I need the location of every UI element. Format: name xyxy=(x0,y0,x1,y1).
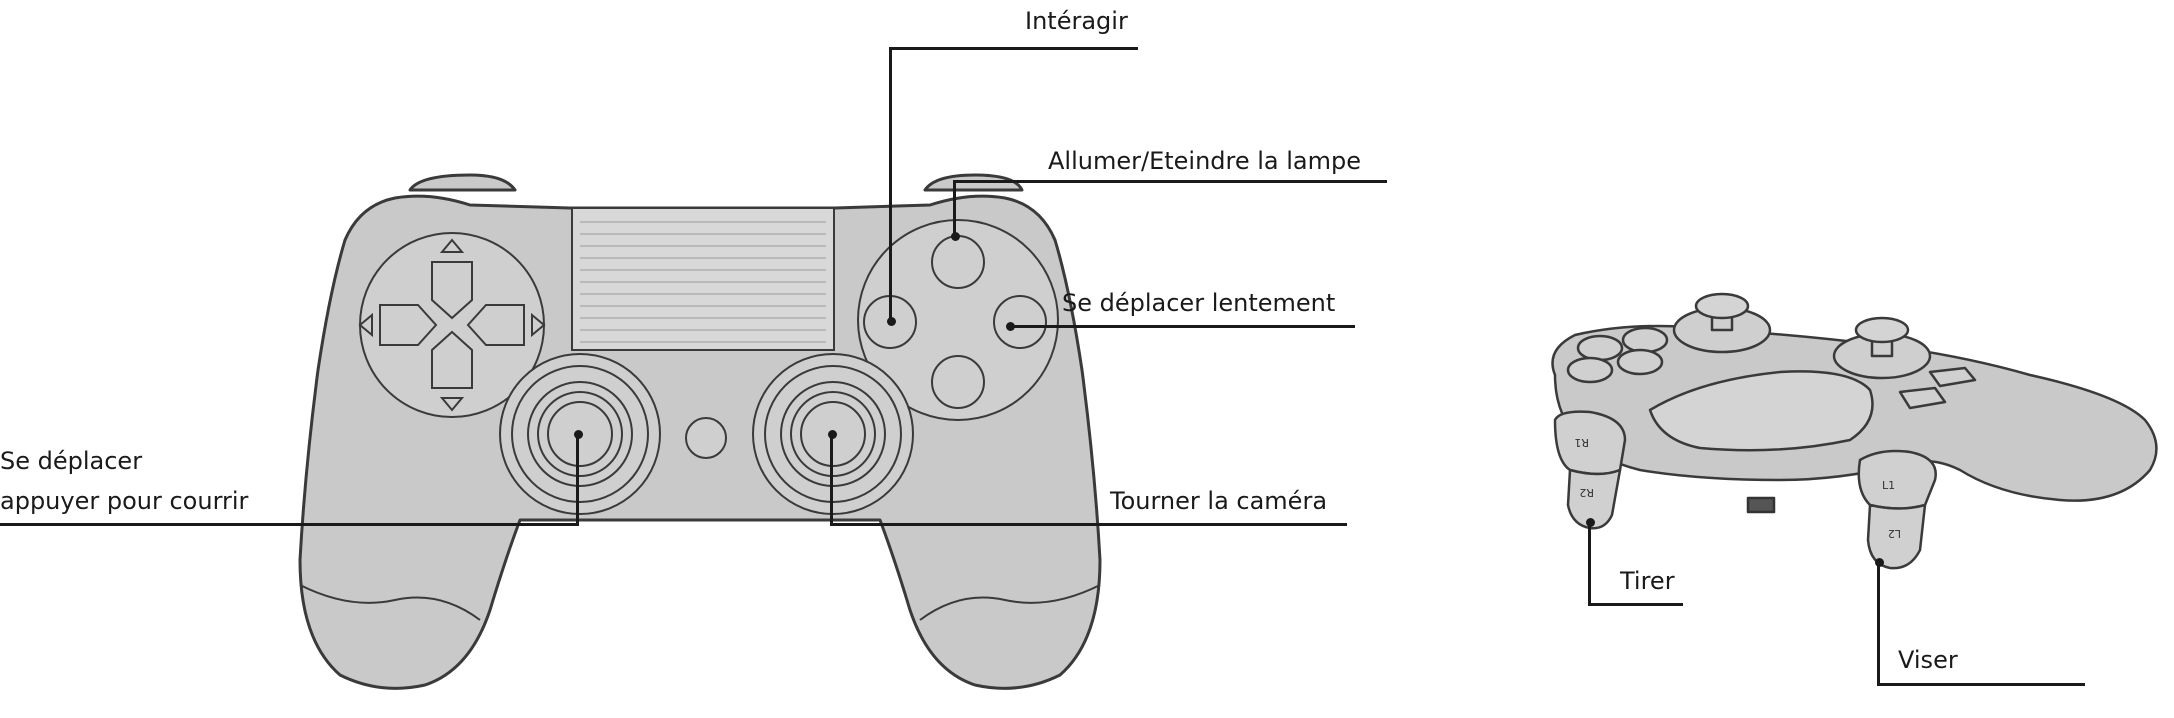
dpad-down xyxy=(431,330,473,389)
touchpad xyxy=(571,207,835,351)
leader-slow-move-dot xyxy=(1006,322,1015,331)
label-interact: Intéragir xyxy=(1025,7,1128,35)
leader-move-v xyxy=(576,434,579,526)
leader-camera-v xyxy=(830,434,833,526)
circle-button xyxy=(993,295,1047,349)
l1-mark: L1 xyxy=(1882,479,1895,492)
leader-shoot-h xyxy=(1588,603,1683,606)
label-camera: Tourner la caméra xyxy=(1110,487,1328,515)
label-move-line1: Se déplacer xyxy=(0,447,143,475)
leader-aim-dot xyxy=(1875,558,1884,567)
label-aim: Viser xyxy=(1898,646,1958,674)
leader-move-h xyxy=(0,523,579,526)
leader-camera-h xyxy=(830,523,1347,526)
leader-interact-v xyxy=(889,47,892,321)
l2-mark: L2 xyxy=(1888,527,1901,540)
controller-side-view xyxy=(1551,292,2158,570)
label-lamp: Allumer/Eteindre la lampe xyxy=(1048,147,1362,175)
leader-aim-v xyxy=(1877,562,1880,686)
leader-lamp-dot xyxy=(951,232,960,241)
r1-mark: R1 xyxy=(1574,436,1589,449)
l1-trigger xyxy=(1857,449,1937,510)
leader-shoot-dot xyxy=(1586,518,1595,527)
leader-shoot-v xyxy=(1588,522,1591,606)
dpad-left xyxy=(379,304,438,346)
ps-button xyxy=(685,417,727,459)
cross-button xyxy=(931,355,985,409)
leader-move-dot xyxy=(574,430,583,439)
leader-lamp-h xyxy=(953,180,1387,183)
leader-camera-dot xyxy=(828,430,837,439)
r1-trigger xyxy=(1553,410,1627,476)
label-shoot: Tirer xyxy=(1620,567,1675,595)
triangle-button xyxy=(931,235,985,289)
leader-interact-dot xyxy=(887,317,896,326)
l2-trigger xyxy=(1866,503,1927,570)
leader-aim-h xyxy=(1877,683,2085,686)
dpad-up xyxy=(431,261,473,320)
leader-interact-h xyxy=(890,47,1138,50)
label-move-line2: appuyer pour courrir xyxy=(0,487,249,515)
leader-slow-move-h xyxy=(1010,325,1355,328)
label-slow-move: Se déplacer lentement xyxy=(1062,289,1336,317)
leader-lamp-v xyxy=(953,180,956,236)
dpad-right xyxy=(466,304,525,346)
left-shoulder xyxy=(408,173,517,192)
r2-trigger xyxy=(1566,468,1622,530)
r2-mark: R2 xyxy=(1579,486,1594,499)
face-buttons-circle xyxy=(857,219,1059,421)
